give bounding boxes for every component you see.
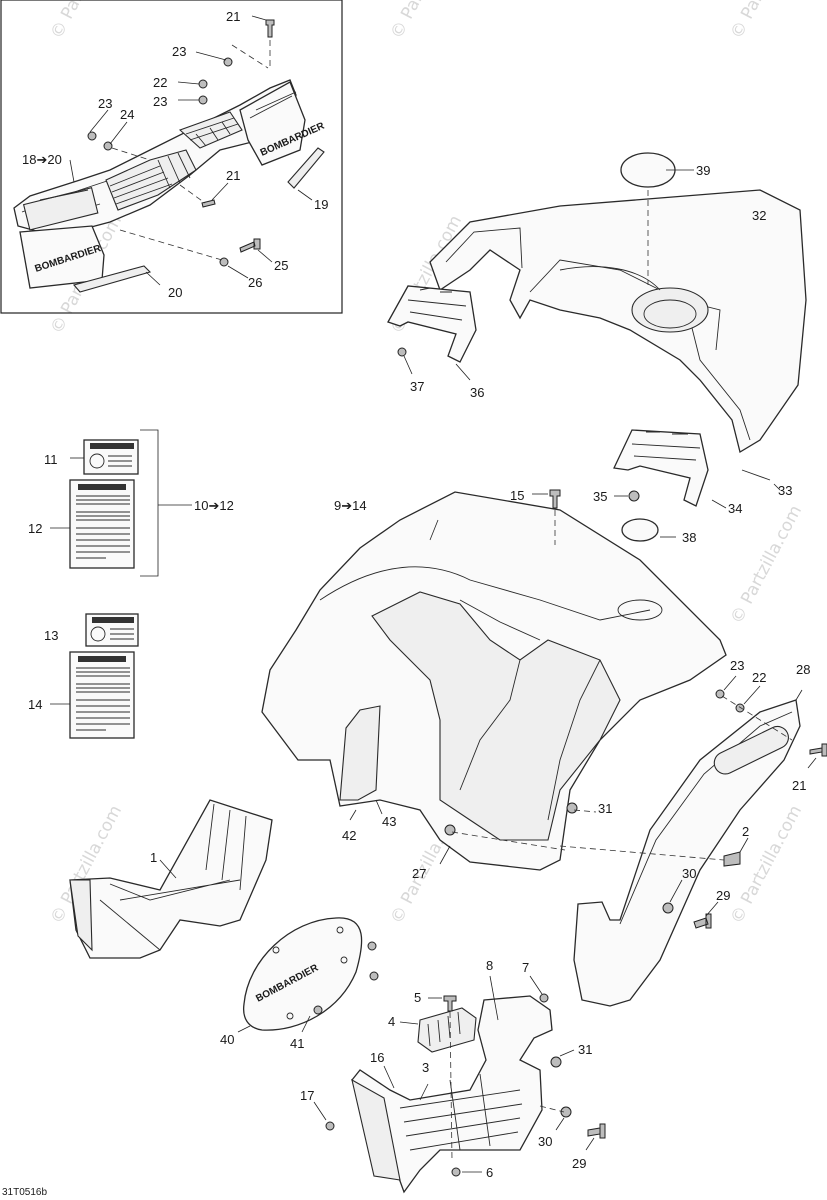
callout-25: 25 — [274, 258, 288, 273]
nut-icon — [367, 941, 377, 951]
callout-39: 39 — [696, 163, 710, 178]
callout-14: 14 — [28, 697, 42, 712]
callout-8: 8 — [486, 958, 493, 973]
callout-23: 23 — [153, 94, 167, 109]
callout-32: 32 — [752, 208, 766, 223]
watermark: © Partzilla.com — [727, 0, 806, 42]
screw-icon — [693, 913, 712, 929]
callout-33: 33 — [778, 483, 792, 498]
callout-22: 22 — [153, 75, 167, 90]
callout-3: 3 — [422, 1060, 429, 1075]
callout-1: 1 — [150, 850, 157, 865]
watermark: © Partzilla.com — [47, 0, 126, 42]
nut-icon — [325, 1121, 335, 1131]
watermark: © Partzilla.com — [387, 0, 466, 42]
warning-decal-14 — [69, 651, 135, 739]
callout-20: 20 — [168, 285, 182, 300]
callout-17: 17 — [300, 1088, 314, 1103]
callout-26: 26 — [248, 275, 262, 290]
nut-icon — [313, 1005, 323, 1015]
callout-13: 13 — [44, 628, 58, 643]
washer-icon — [87, 131, 97, 141]
callout-42: 42 — [342, 828, 356, 843]
callout-41: 41 — [290, 1036, 304, 1051]
front-grille-inset: BOMBARDIER BOMBARDIER — [0, 0, 343, 314]
washer-icon — [560, 1106, 572, 1118]
screw-icon — [549, 489, 561, 509]
callout-19: 19 — [314, 197, 328, 212]
callout-38: 38 — [682, 530, 696, 545]
nut-icon — [550, 1056, 562, 1068]
nut-icon — [198, 79, 208, 89]
callout-15: 15 — [510, 488, 524, 503]
mud-guard: 1 — [69, 799, 273, 959]
washer-icon — [735, 703, 745, 713]
callout-22: 22 — [752, 670, 766, 685]
figure-code: 31T0516b — [2, 1187, 47, 1198]
watermark: © Partzilla.com — [727, 802, 806, 927]
callout-21: 21 — [226, 9, 240, 24]
callout-31: 31 — [598, 801, 612, 816]
screw-icon — [201, 199, 216, 208]
callout-21: 21 — [226, 168, 240, 183]
washer-icon — [223, 57, 233, 67]
callout-5: 5 — [414, 990, 421, 1005]
callout-30: 30 — [682, 866, 696, 881]
washer-icon — [198, 95, 208, 105]
callout-23: 23 — [98, 96, 112, 111]
callout-43: 43 — [382, 814, 396, 829]
screw-icon — [443, 995, 457, 1012]
washer-icon — [444, 824, 456, 836]
callout-40: 40 — [220, 1032, 234, 1047]
footrest-assembly: 8 7 5 4 31 16 3 17 30 29 6 — [300, 958, 606, 1194]
nut-icon — [369, 971, 379, 981]
upper-fender-assembly: 39 32 37 36 33 35 34 — [387, 152, 807, 516]
callout-31: 31 — [578, 1042, 592, 1057]
callout-23: 23 — [172, 44, 186, 59]
screw-icon — [265, 19, 275, 38]
screw-icon — [587, 1123, 606, 1139]
callout-12: 12 — [28, 521, 42, 536]
callout-4: 4 — [388, 1014, 395, 1029]
nut-icon — [397, 347, 407, 357]
callout-24: 24 — [120, 107, 134, 122]
callout-23: 23 — [730, 658, 744, 673]
rear-fender-assembly: 9➔14 15 38 42 43 27 31 — [261, 488, 727, 881]
callout-10-12: 10➔12 — [194, 498, 234, 513]
nut-icon — [539, 993, 549, 1003]
callout-21: 21 — [792, 778, 806, 793]
callout-11: 11 — [44, 452, 58, 467]
decal-group: 11 12 10➔12 13 14 — [28, 429, 234, 739]
callout-30: 30 — [538, 1134, 552, 1149]
callout-18-20: 18➔20 — [22, 152, 62, 167]
callout-16: 16 — [370, 1050, 384, 1065]
washer-icon — [219, 257, 229, 267]
screw-icon — [809, 743, 827, 757]
warning-decal-12 — [69, 479, 135, 569]
callout-9-14: 9➔14 — [334, 498, 367, 513]
callout-29: 29 — [716, 888, 730, 903]
callout-36: 36 — [470, 385, 484, 400]
callout-6: 6 — [486, 1165, 493, 1180]
callout-2: 2 — [742, 824, 749, 839]
fender-extension: 23 22 28 21 2 30 29 — [559, 658, 827, 1007]
screw-icon — [239, 238, 261, 253]
nut-icon — [566, 802, 578, 814]
callout-27: 27 — [412, 866, 426, 881]
brand-plate: BOMBARDIER 40 41 — [220, 917, 379, 1051]
washer-icon — [662, 902, 674, 914]
callout-37: 37 — [410, 379, 424, 394]
callout-7: 7 — [522, 960, 529, 975]
nut-icon — [451, 1167, 461, 1177]
washer-icon — [628, 490, 640, 502]
watermark: © Partzilla.com — [727, 502, 806, 627]
callout-29: 29 — [572, 1156, 586, 1171]
callout-28: 28 — [796, 662, 810, 677]
callout-35: 35 — [593, 489, 607, 504]
screw-icon — [723, 851, 741, 867]
callout-34: 34 — [728, 501, 742, 516]
